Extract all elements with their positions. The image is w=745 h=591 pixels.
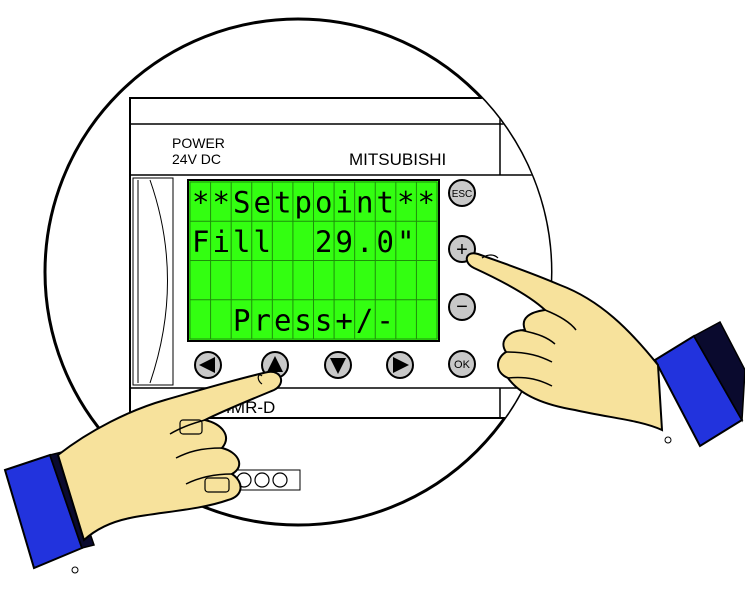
arrow-right-button[interactable] [386, 351, 414, 379]
minus-button-icon: − [456, 296, 468, 318]
lcd-pixel-grid [189, 181, 438, 340]
arrow-up-icon [267, 356, 283, 372]
ok-button-icon: OK [454, 359, 471, 371]
pointing-hand-left [3, 370, 283, 574]
lcd-screen: **Setpoint** Fill 29.0" Press+/- [187, 179, 440, 342]
arrow-down-button[interactable] [324, 351, 352, 379]
ok-button[interactable]: OK [448, 350, 476, 378]
esc-button[interactable]: ESC [448, 179, 476, 207]
pointing-hand-right [465, 252, 745, 448]
arrow-left-icon [199, 357, 215, 373]
brand-label: MITSUBISHI [349, 150, 446, 169]
arrow-left-button[interactable] [194, 351, 222, 379]
lcd-row-2: Fill 29.0" [192, 225, 414, 259]
arrow-right-icon [393, 357, 409, 373]
plus-button-icon: + [456, 239, 468, 261]
esc-button-icon: ESC [452, 189, 473, 200]
voltage-label: 24V DC [172, 151, 221, 167]
power-label: POWER [172, 135, 225, 151]
arrow-down-icon [330, 358, 346, 374]
minus-button[interactable]: − [448, 293, 476, 321]
